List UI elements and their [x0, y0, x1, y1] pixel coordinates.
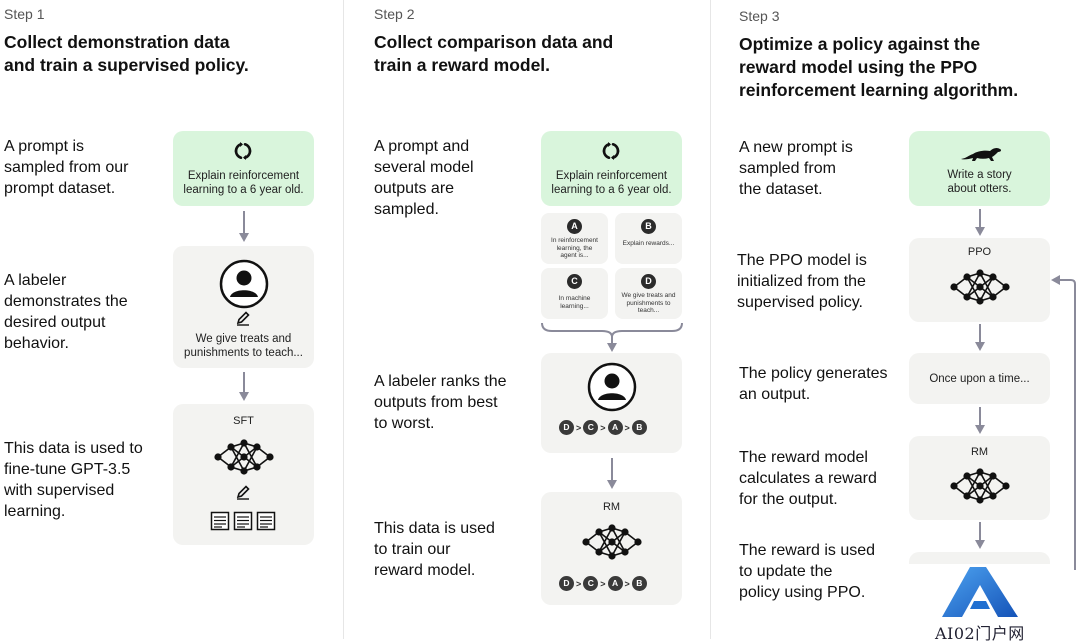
rank-item: C	[583, 576, 599, 591]
feedback-arrow	[1051, 275, 1076, 570]
rank-item: A	[607, 576, 623, 591]
rank-separator: >	[600, 422, 606, 433]
rank-separator: >	[576, 422, 582, 433]
flow-arrow	[607, 458, 617, 489]
ranking: D> C> A> B	[559, 576, 647, 591]
step3-label: Step 3	[739, 8, 780, 24]
neural-network-icon	[582, 524, 642, 560]
rank-item: A	[607, 420, 623, 435]
neural-network-icon	[950, 269, 1010, 305]
output-letter-d: D	[641, 274, 656, 289]
rm-label: RM	[970, 446, 989, 458]
flow-arrow	[239, 372, 249, 401]
rank-item: B	[631, 576, 647, 591]
rank-item: C	[583, 420, 599, 435]
document-icon	[233, 511, 253, 531]
step1-label: Step 1	[4, 6, 45, 22]
rank-separator: >	[624, 578, 630, 589]
rank-separator: >	[600, 578, 606, 589]
neural-network-icon	[214, 439, 274, 475]
flow-arrow	[975, 522, 985, 549]
rank-item: D	[559, 420, 574, 435]
document-icon	[210, 511, 230, 531]
rank-item: D	[559, 576, 574, 591]
ranking: D> C> A> B	[559, 420, 647, 435]
pencil-icon	[236, 311, 250, 326]
step3-output-text: Once upon a time...	[929, 373, 1030, 385]
step2-title: Collect comparison data and train a rewa…	[374, 32, 614, 75]
output-box-b: B Explain rewards...	[615, 213, 682, 264]
neural-network-icon	[950, 468, 1010, 504]
step2-rank-box: D> C> A> B	[541, 353, 682, 453]
step1-title: Collect demonstration data and train a s…	[4, 32, 249, 75]
output-letter-a: A	[567, 219, 582, 234]
output-letter-c: C	[567, 274, 582, 289]
watermark-logo-icon	[942, 567, 1018, 617]
otter-icon	[961, 147, 1002, 161]
rm-label: RM	[602, 501, 621, 513]
output-letter-b: B	[641, 219, 656, 234]
step1-sft-box: SFT	[173, 404, 314, 545]
step3-output-box: Once upon a time...	[909, 353, 1050, 404]
step2-rm-box: RM D> C> A> B	[541, 492, 682, 605]
step3-reward-box	[909, 552, 1050, 564]
pencil-icon	[236, 485, 250, 500]
document-icon	[256, 511, 276, 531]
user-avatar-icon	[219, 259, 269, 309]
flow-arrow	[975, 324, 985, 351]
step-divider-1	[343, 0, 344, 639]
output-text-b: Explain rewards...	[622, 240, 675, 247]
step2-label: Step 2	[374, 6, 415, 22]
user-avatar-icon	[587, 362, 637, 412]
ppo-label: PPO	[967, 246, 992, 258]
rank-separator: >	[624, 422, 630, 433]
watermark-text: AI02门户网	[935, 624, 1025, 643]
step3-rm-box: RM	[909, 436, 1050, 520]
flow-arrow	[975, 407, 985, 434]
step3-ppo-box: PPO	[909, 238, 1050, 322]
flow-arrow	[239, 211, 249, 242]
sft-label: SFT	[233, 415, 254, 427]
refresh-icon	[234, 142, 252, 160]
rank-item: B	[631, 420, 647, 435]
flow-arrow	[975, 209, 985, 236]
rank-separator: >	[576, 578, 582, 589]
bracket-arrow	[541, 322, 683, 352]
step3-title: Optimize a policy against the reward mod…	[739, 34, 1019, 100]
refresh-icon	[602, 142, 620, 160]
step-divider-2	[710, 0, 711, 639]
